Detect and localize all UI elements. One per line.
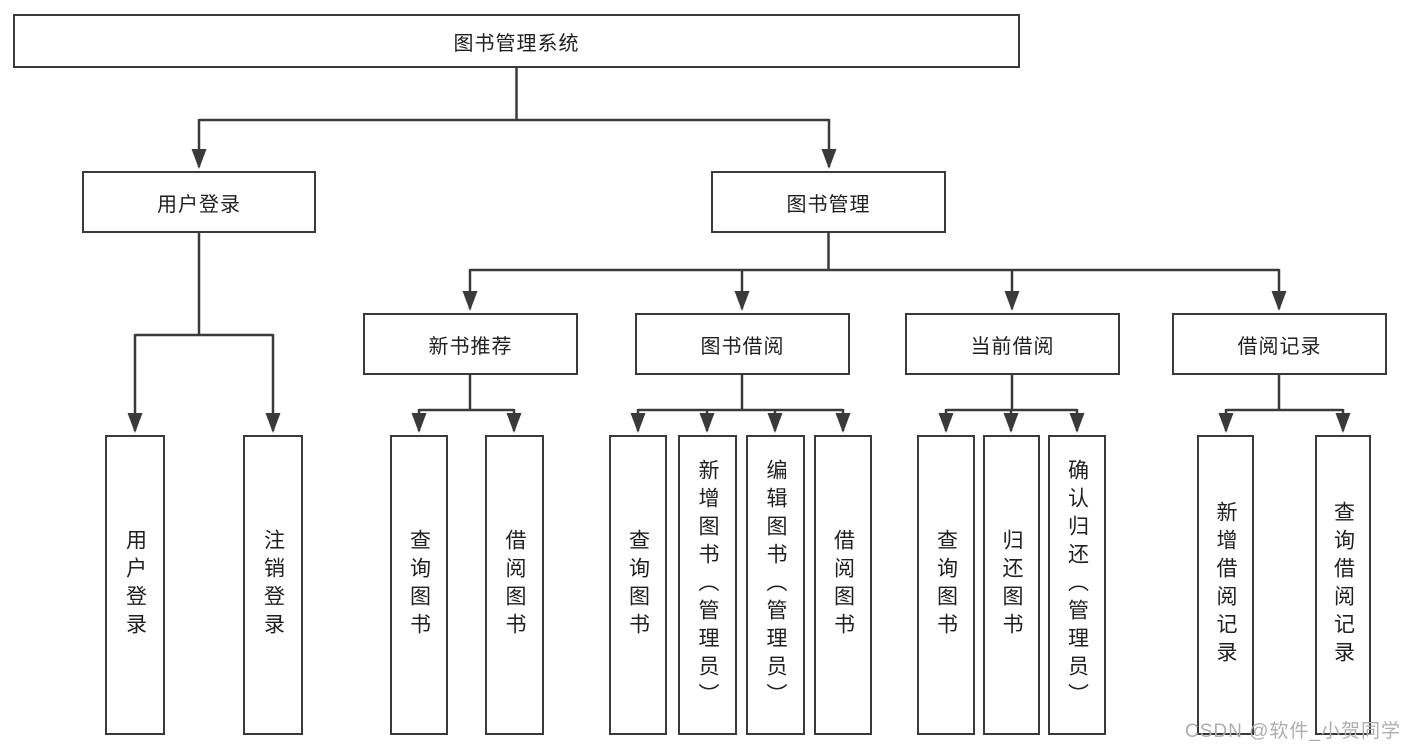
node-label: 图书借阅: [700, 335, 785, 358]
node-label: 用户登录: [123, 529, 147, 641]
node-label: 新书推荐: [428, 335, 513, 358]
node-label: 查询图书: [626, 529, 650, 641]
leaf-borrow-books: 借阅图书: [814, 435, 872, 735]
node-borrowing-records: 借阅记录: [1172, 313, 1387, 375]
leaf-add-borrow-record: 新增借阅记录: [1197, 435, 1254, 735]
leaf-logout: 注销登录: [243, 435, 303, 735]
node-label: 查询借阅记录: [1331, 501, 1355, 669]
node-current-borrowing: 当前借阅: [905, 313, 1120, 375]
node-label: 用户登录: [157, 193, 241, 216]
node-label: 当前借阅: [970, 335, 1055, 358]
leaf-edit-books-admin: 编辑图书（管理员）: [746, 435, 805, 735]
leaf-confirm-return-admin: 确认归还（管理员）: [1048, 435, 1106, 735]
node-new-book-recommendation: 新书推荐: [363, 313, 578, 375]
node-label: 注销登录: [261, 529, 285, 641]
leaf-user-login: 用户登录: [105, 435, 165, 735]
node-label: 查询图书: [934, 529, 958, 641]
leaf-return-books: 归还图书: [983, 435, 1040, 735]
node-label: 查询图书: [407, 529, 431, 641]
leaf-query-borrow-record: 查询借阅记录: [1315, 435, 1371, 735]
leaf-borrow-books-recommend: 借阅图书: [485, 435, 544, 735]
node-label: 图书管理系统: [453, 32, 580, 55]
node-label: 新增借阅记录: [1214, 501, 1237, 669]
leaf-query-books-recommend: 查询图书: [390, 435, 448, 735]
leaf-query-books-borrow: 查询图书: [609, 435, 667, 735]
node-library-management-system: 图书管理系统: [13, 14, 1020, 68]
node-label: 新增图书（管理员）: [696, 459, 719, 711]
node-label: 借阅图书: [503, 529, 526, 641]
node-label: 确认归还（管理员）: [1065, 459, 1089, 711]
node-user-login-branch: 用户登录: [82, 171, 316, 233]
node-label: 借阅图书: [831, 529, 855, 641]
node-label: 借阅记录: [1237, 335, 1322, 358]
node-label: 编辑图书（管理员）: [764, 459, 787, 711]
leaf-query-books-current: 查询图书: [917, 435, 975, 735]
node-book-borrowing: 图书借阅: [635, 313, 850, 375]
node-label: 图书管理: [786, 193, 871, 216]
node-label: 归还图书: [1000, 529, 1023, 641]
leaf-add-books-admin: 新增图书（管理员）: [678, 435, 737, 735]
node-book-management-branch: 图书管理: [711, 171, 946, 233]
